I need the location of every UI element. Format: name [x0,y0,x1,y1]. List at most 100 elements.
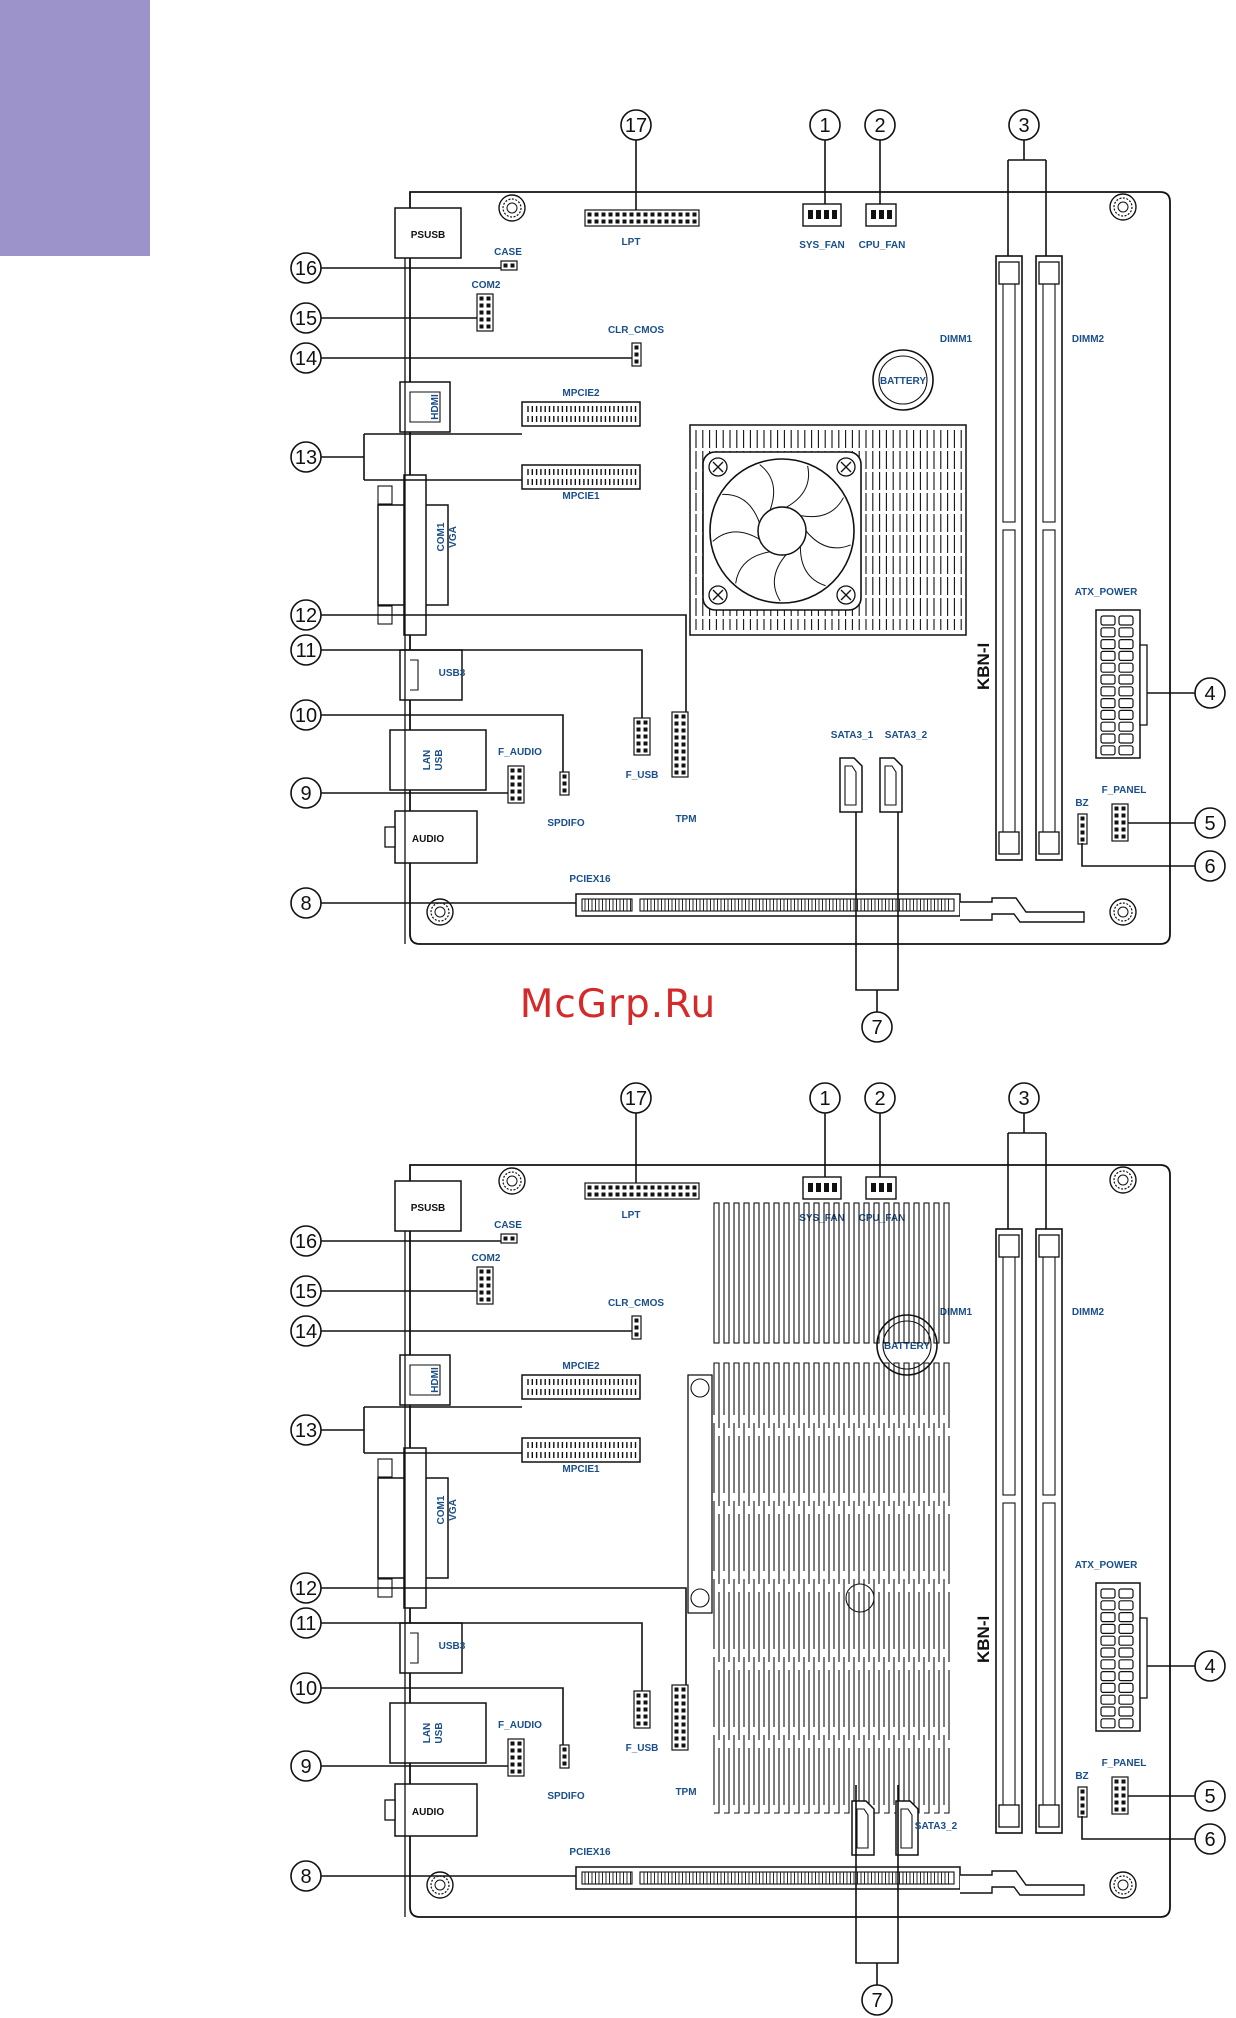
callout-number: 5 [1204,813,1215,835]
callout-number: 17 [625,115,647,137]
f-audio-label: F_AUDIO [498,747,542,758]
passive-heatsink [687,1202,950,1814]
hdmi-port [399,1354,451,1406]
callout-number: 7 [871,1017,882,1039]
dimm2-label: DIMM2 [1072,334,1105,345]
clr-cmos-label: CLR_CMOS [608,325,664,336]
callout-number: 14 [295,1321,317,1343]
tpm-header [671,1684,689,1751]
callout-number: 10 [295,705,317,727]
callout-number: 3 [1018,1088,1029,1110]
tpm-label: TPM [675,1787,696,1798]
callout-number: 6 [1204,856,1215,878]
lpt-header [584,209,700,227]
f-panel-header [1111,1776,1129,1815]
bz-label: BZ [1075,798,1088,809]
mounting-hole [498,1167,526,1195]
sys-fan-connector [802,1176,842,1200]
callout-number: 15 [295,1281,317,1303]
cpu-heatsink [689,424,967,636]
cpu-fan-label: CPU_FAN [859,1213,906,1224]
mounting-hole [426,1871,454,1899]
sata3-1-connector [839,757,863,813]
battery-label: BATTERY [880,376,926,387]
f-panel-label: F_PANEL [1102,785,1147,796]
mpcie1-label: MPCIE1 [562,491,600,502]
spdifo-header [559,771,570,796]
board-outline [409,191,1171,945]
audio-label: AUDIO [412,834,444,845]
tpm-label: TPM [675,814,696,825]
mpcie2-slot: MPCIE2 [521,1361,641,1400]
mpcie2-label: MPCIE2 [562,1361,600,1372]
callout-number: 1 [819,1088,830,1110]
lpt-header [584,1182,700,1200]
audio-label: AUDIO [412,1807,444,1818]
usb-label: USB [434,1722,445,1743]
usb3-port [399,649,463,701]
f-usb-label: F_USB [626,1743,659,1754]
callout-number: 13 [295,447,317,469]
com1-label: COM1 [436,1495,447,1524]
battery-label: BATTERY [884,1341,930,1352]
board-name-label: KBN-I [974,1616,993,1663]
mounting-hole [498,194,526,222]
com2-label: COM2 [472,280,501,291]
sata3-2-label: SATA3_2 [915,1821,958,1832]
psusb-connector [394,1180,462,1232]
f-usb-header [633,717,651,756]
dimm1-slot [995,255,1023,861]
mpcie1-slot: MPCIE1 [521,464,641,502]
callout-number: 6 [1204,1829,1215,1851]
callout-number: 10 [295,1678,317,1700]
clr-cmos-header [631,342,642,367]
psusb-connector [394,207,462,259]
battery-holder [876,1314,938,1376]
dimm2-slot [1035,1228,1063,1834]
com2-header [476,1266,494,1305]
spdifo-label: SPDIFO [547,818,584,829]
pciex16-label: PCIEX16 [569,874,611,885]
spdifo-header [559,1744,570,1769]
callout-number: 1 [819,115,830,137]
mounting-hole [1109,898,1137,926]
board-outline [409,1164,1171,1918]
dimm2-slot [1035,255,1063,861]
mounting-hole [426,898,454,926]
lan-label: LAN [422,750,433,771]
callout-number: 12 [295,1578,317,1600]
watermark: McGrp.Ru [519,982,717,1027]
mpcie1-slot: MPCIE1 [521,1437,641,1475]
callout-number: 4 [1204,683,1215,705]
com2-header [476,293,494,332]
callout-number: 3 [1018,115,1029,137]
hdmi-label: HDMI [430,394,441,420]
com1-label: COM1 [436,522,447,551]
cpu-fan-label: CPU_FAN [859,240,906,251]
psusb-label: PSUSB [411,230,445,241]
sys-fan-connector [802,203,842,227]
f-audio-header [507,1738,525,1777]
callout-number: 4 [1204,1656,1215,1678]
case-label: CASE [494,247,522,258]
pciex16-slot [575,893,1085,923]
callout-number: 9 [300,1756,311,1778]
case-header [500,260,518,271]
callout-number: 9 [300,783,311,805]
dimm2-label: DIMM2 [1072,1307,1105,1318]
mpcie1-label: MPCIE1 [562,1464,600,1475]
mounting-hole [1109,193,1137,221]
sys-fan-label: SYS_FAN [799,240,845,251]
lan-usb-port [389,1702,487,1764]
atx-power-label: ATX_POWER [1075,587,1138,598]
psusb-label: PSUSB [411,1203,445,1214]
dimm1-label: DIMM1 [940,1307,973,1318]
callout-number: 11 [296,1613,317,1635]
callout-number: 7 [871,1990,882,2012]
lan-usb-port [389,729,487,791]
callout-number: 16 [295,1231,317,1253]
usb3-label: USB3 [439,668,466,679]
callout-number: 11 [296,640,317,662]
